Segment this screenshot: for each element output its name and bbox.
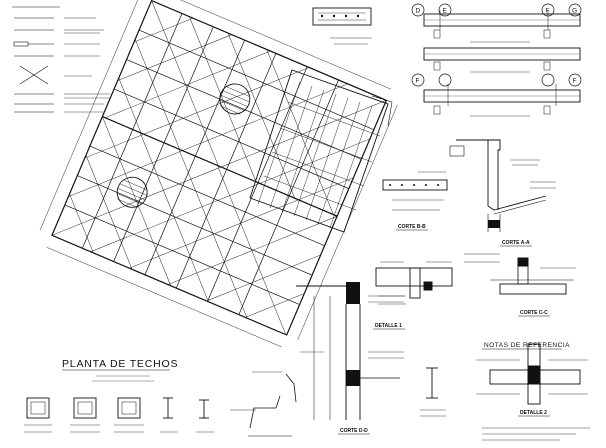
column-section-2 <box>70 397 100 433</box>
plan-outline <box>51 0 388 336</box>
beam-section-top <box>312 7 372 45</box>
section-bb-label: CORTE B-B <box>398 224 426 230</box>
section-cc-label: CORTE C-C <box>520 310 548 316</box>
beam-elevation-1 <box>423 10 581 43</box>
axis-label-g: G <box>572 8 577 15</box>
legend <box>12 6 110 113</box>
roof-plan <box>39 0 398 348</box>
section-aa-drawing <box>449 139 556 232</box>
beam-elevation-3 <box>423 84 581 117</box>
section-dd-label: CORTE D-D <box>340 428 368 434</box>
skylight-lower <box>116 176 148 208</box>
section-dd-drawing <box>296 282 404 420</box>
axis-label-e: E <box>443 8 448 15</box>
plan-wing <box>249 69 393 233</box>
detail-2-label: DETALLE 2 <box>520 410 547 416</box>
detail-1-drawing <box>375 261 453 305</box>
axis-label-f-2: F <box>416 78 420 85</box>
gutter-detail <box>230 371 297 437</box>
notes-lines <box>482 427 590 441</box>
section-bb-drawing <box>382 171 448 211</box>
detail-1-label: DETALLE 1 <box>375 323 402 329</box>
detail-2-drawing <box>476 343 588 405</box>
axis-label-f-3: F <box>573 78 577 85</box>
notes-title: NOTAS DE REFERENCIA <box>484 342 570 349</box>
connection-detail <box>420 367 446 417</box>
axis-label-d: D <box>416 8 421 15</box>
section-cc-drawing <box>464 253 576 295</box>
column-section-3 <box>114 397 144 433</box>
column-section-4 <box>160 397 178 433</box>
beam-elevations <box>411 3 582 117</box>
column-section-5 <box>196 399 214 433</box>
axis-label-f: F <box>546 8 550 15</box>
column-section-1 <box>24 397 52 433</box>
plan-title: PLANTA DE TECHOS <box>62 358 178 370</box>
column-sections <box>24 371 297 437</box>
section-aa-label: CORTE A-A <box>502 240 530 246</box>
beam-elevation-2 <box>423 47 581 73</box>
skylight-upper <box>219 83 251 115</box>
